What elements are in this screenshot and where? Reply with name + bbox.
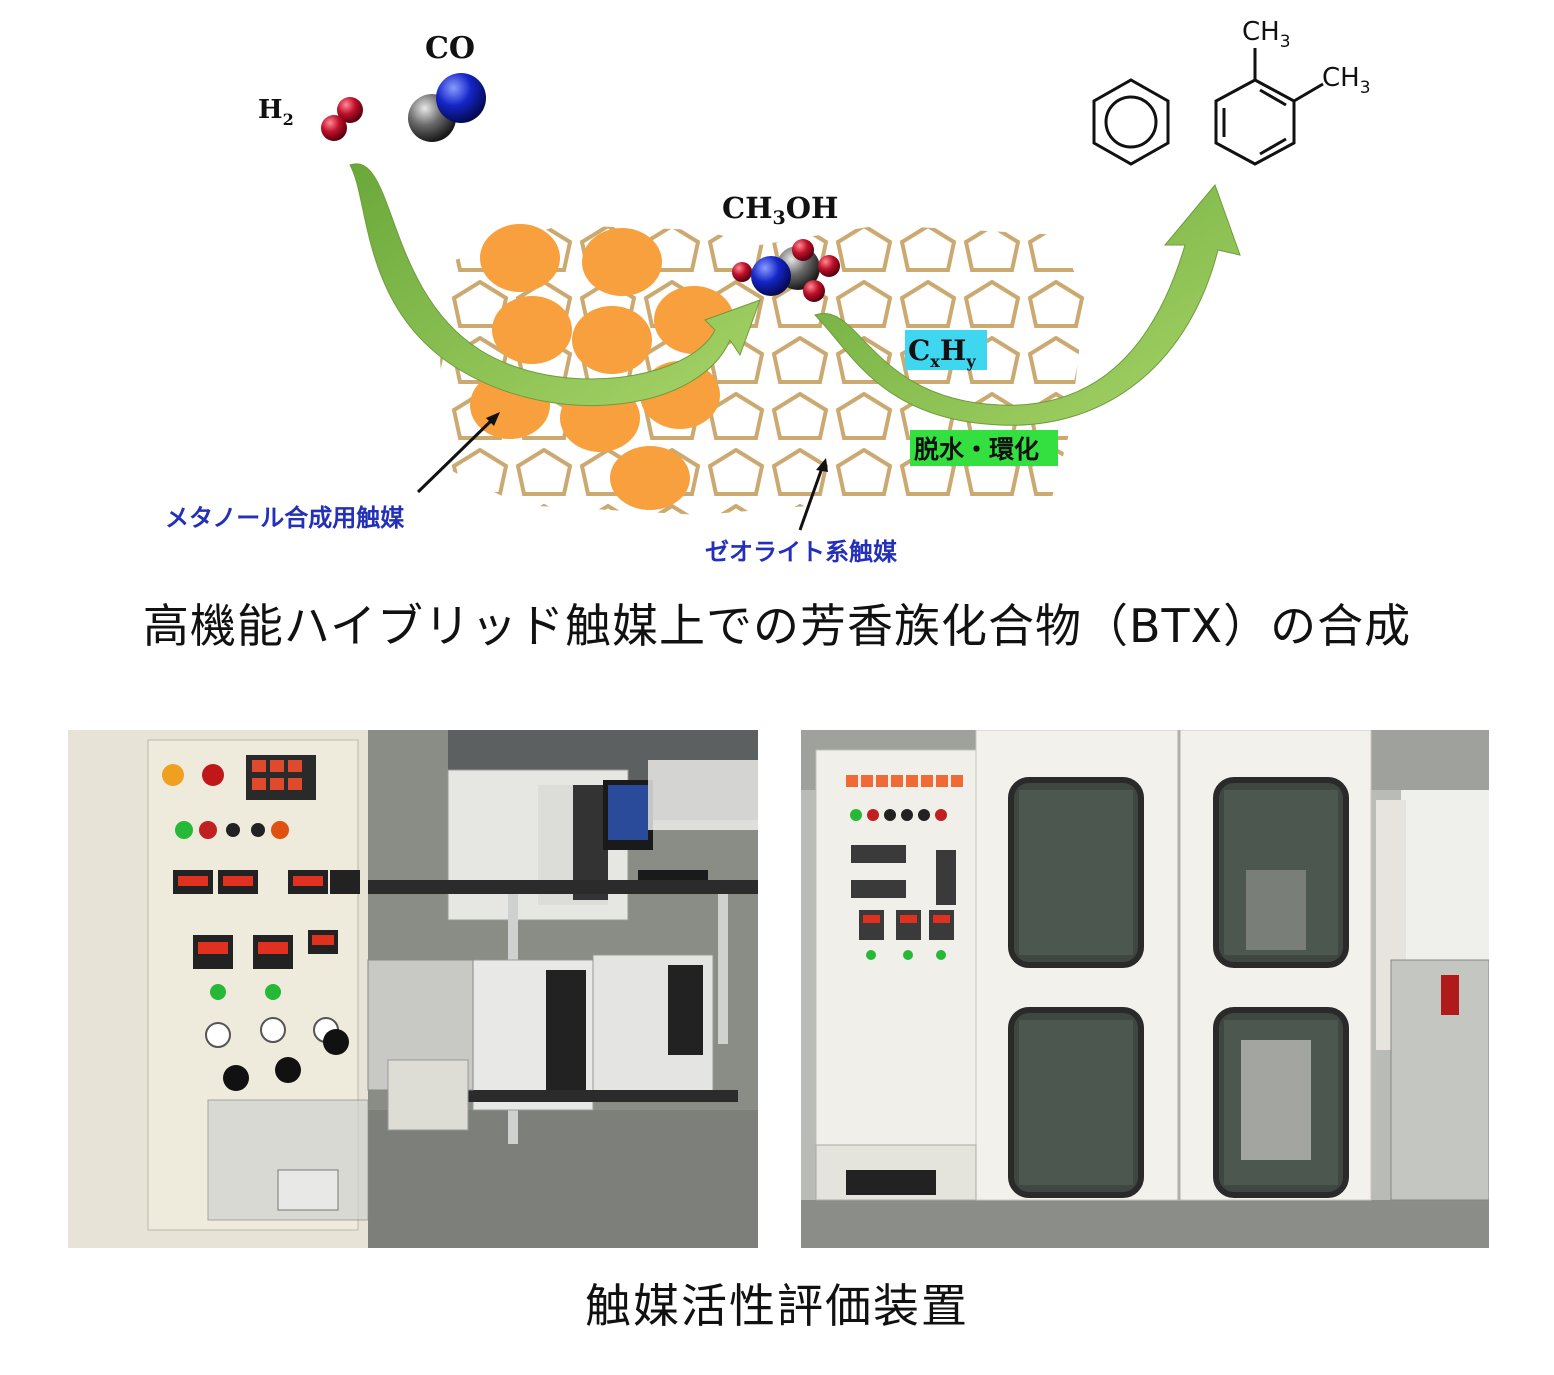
zeolite-catalyst-pointer: ゼオライト系触媒 xyxy=(705,458,898,566)
svg-text:CH3OH: CH3OH xyxy=(722,191,838,229)
apparatus-caption: 触媒活性評価装置 xyxy=(585,1279,969,1333)
catalyst-test-apparatus-photo-left xyxy=(68,730,758,1248)
benzene-structure xyxy=(1092,78,1170,166)
reaction-diagram: H2 CO CH3OH CxHy 脱水・環化 xyxy=(165,17,1371,566)
svg-text:CxHy: CxHy xyxy=(908,334,976,371)
svg-text:メタノール合成用触媒: メタノール合成用触媒 xyxy=(165,504,405,532)
svg-text:ゼオライト系触媒: ゼオライト系触媒 xyxy=(705,538,898,566)
synthesis-caption: 高機能ハイブリッド触媒上での芳香族化合物（BTX）の合成 xyxy=(142,599,1412,653)
arrow-methanol-to-btx xyxy=(814,184,1241,426)
arrow-syngas-to-methanol xyxy=(349,163,761,406)
methanol-catalyst-pointer: メタノール合成用触媒 xyxy=(165,412,500,532)
methanol-molecule: CH3OH xyxy=(722,191,840,302)
dehydration-cyclization-tag: 脱水・環化 xyxy=(910,430,1058,466)
svg-text:CH3: CH3 xyxy=(1242,17,1291,52)
catalyst-test-apparatus-photo-right xyxy=(801,730,1489,1248)
svg-text:H2: H2 xyxy=(258,95,294,129)
h2-molecule: H2 xyxy=(258,95,363,141)
svg-text:脱水・環化: 脱水・環化 xyxy=(914,435,1039,464)
intermediate-tag: CxHy xyxy=(905,330,987,371)
svg-text:CO: CO xyxy=(425,31,475,66)
xylene-structure: CH3 CH3 xyxy=(1214,17,1371,166)
svg-text:CH3: CH3 xyxy=(1322,63,1371,98)
co-molecule: CO xyxy=(408,31,486,142)
